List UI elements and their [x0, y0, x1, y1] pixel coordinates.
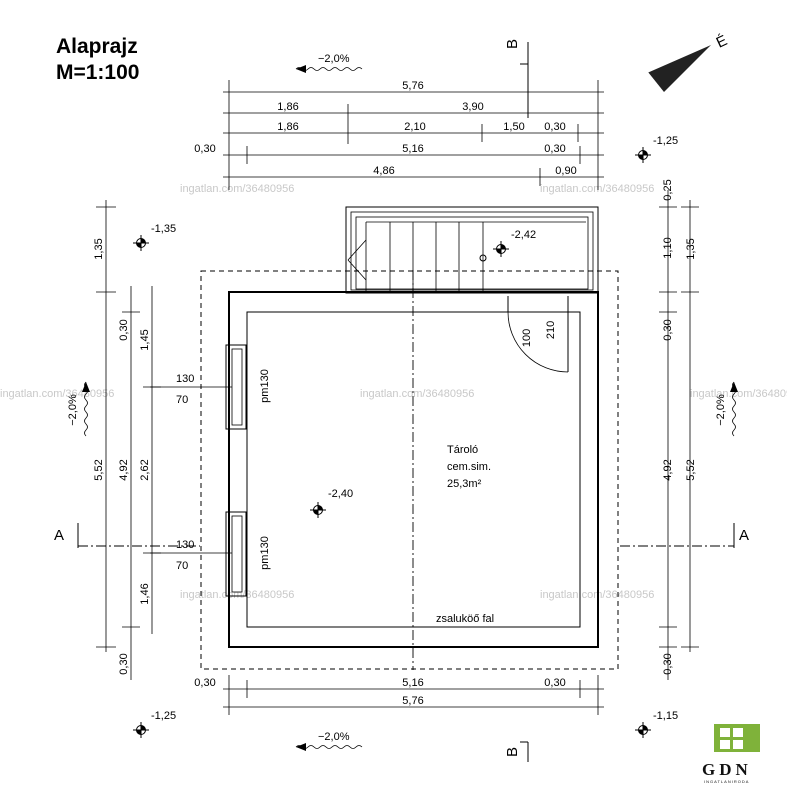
- dim-top-r2-2: 3,90: [462, 101, 483, 113]
- dim-top-r5-1: 4,86: [373, 165, 394, 177]
- dim-top-r4-3: 0,30: [544, 143, 565, 155]
- dim-top-r2-1: 1,86: [277, 101, 298, 113]
- level-tl: -1,35: [151, 223, 176, 235]
- dim-right-a-4: 0,30: [662, 653, 674, 674]
- level-bl: -1,25: [151, 710, 176, 722]
- watermark-text: ingatlan.com/36480956: [690, 388, 787, 400]
- slope-annotations: −2,0% −2,0% −2,0% −2,0%: [67, 53, 738, 751]
- slope-left: −2,0%: [67, 394, 79, 426]
- dim-bottom-r1-3: 0,30: [544, 677, 565, 689]
- section-a-left: A: [54, 527, 64, 544]
- window-2: 130 70 pm130: [150, 511, 271, 597]
- dimensions-left: 1,35 5,52 0,30 4,92 0,30 1,45 2,62 1,46: [93, 200, 161, 680]
- section-b-top: B: [504, 39, 521, 49]
- slope-top: −2,0%: [318, 53, 350, 65]
- watermark-text: ingatlan.com/36480956: [540, 183, 654, 195]
- dim-left-mid-1: 0,30: [118, 319, 130, 340]
- dim-left-mid-3: 0,30: [118, 653, 130, 674]
- door-height: 210: [545, 321, 557, 339]
- window-1-width: 130: [176, 373, 194, 385]
- slope-right: −2,0%: [715, 394, 727, 426]
- door-width: 100: [521, 329, 533, 347]
- dim-bottom-total: 5,76: [402, 695, 423, 707]
- dim-bottom-r1-2: 5,16: [402, 677, 423, 689]
- dim-left-outer-1: 1,35: [93, 238, 105, 259]
- dim-top-r3-4: 0,30: [544, 121, 565, 133]
- gdn-logo: GDN INGATLANIRODA: [702, 724, 760, 784]
- window-1-height: 70: [176, 394, 188, 406]
- dim-right-b-2: 5,52: [685, 459, 697, 480]
- watermark-text: ingatlan.com/36480956: [360, 388, 474, 400]
- dim-top-r4-2: 5,16: [402, 143, 423, 155]
- building-walls: [200, 270, 619, 670]
- room-info: Tároló cem.sim. 25,3m² zsaluköő fal: [436, 444, 494, 625]
- door: 100 210: [507, 296, 569, 373]
- level-br: -1,15: [653, 710, 678, 722]
- dim-left-mid-2: 4,92: [118, 459, 130, 480]
- window-1: 130 70 pm130: [150, 344, 271, 430]
- room-area: 25,3m²: [447, 478, 482, 490]
- level-tr: -1,25: [653, 135, 678, 147]
- north-label: É: [714, 32, 730, 52]
- dimensions-top: 5,76 1,86 3,90 1,86 2,10 1,50 0,30 0,30 …: [194, 80, 604, 190]
- watermark-text: ingatlan.com/36480956: [180, 183, 294, 195]
- section-a-right: A: [739, 527, 749, 544]
- dim-top-r3-2: 2,10: [404, 121, 425, 133]
- window-2-height: 70: [176, 560, 188, 572]
- dim-right-a-1: 1,10: [662, 237, 674, 258]
- drawing-title: Alaprajz: [56, 35, 138, 58]
- watermark-text: ingatlan.com/36480956: [180, 589, 294, 601]
- drawing-scale: M=1:100: [56, 61, 139, 84]
- dim-top-r3-3: 1,50: [503, 121, 524, 133]
- section-markers: A A B B: [54, 39, 749, 762]
- dim-left-outer-2: 5,52: [93, 459, 105, 480]
- window-1-label: pm130: [259, 369, 271, 403]
- window-2-width: 130: [176, 539, 194, 551]
- dim-left-inner-3: 1,46: [139, 583, 151, 604]
- dim-right-a-2: 0,30: [662, 319, 674, 340]
- level-floor: -2,40: [328, 488, 353, 500]
- dim-top-r5-2: 0,90: [555, 165, 576, 177]
- section-b-bottom: B: [504, 747, 521, 757]
- dim-right-b-1: 1,35: [685, 238, 697, 259]
- dimensions-bottom: 0,30 5,16 0,30 5,76: [194, 675, 604, 715]
- stair: [345, 206, 599, 294]
- wall-note: zsaluköő fal: [436, 613, 494, 625]
- dim-bottom-r1-1: 0,30: [194, 677, 215, 689]
- dim-top-r3-1: 1,86: [277, 121, 298, 133]
- logo-subtext: INGATLANIRODA: [704, 779, 749, 784]
- north-arrow-icon: É: [647, 32, 730, 92]
- dim-right-top: 0,25: [662, 179, 674, 200]
- room-name: Tároló: [447, 444, 478, 456]
- level-markers: -1,35 -1,25 -1,25 -1,15 -2,40 -2,42: [132, 135, 678, 739]
- level-stair: -2,42: [511, 229, 536, 241]
- dim-right-a-3: 4,92: [662, 459, 674, 480]
- dim-top-r4-1: 0,30: [194, 143, 215, 155]
- dimensions-right: 0,25 1,10 0,30 4,92 0,30 1,35 5,52: [659, 179, 699, 680]
- slope-bottom: −2,0%: [318, 731, 350, 743]
- logo-text: GDN: [702, 760, 752, 779]
- room-finish: cem.sim.: [447, 461, 491, 473]
- dim-top-total: 5,76: [402, 80, 423, 92]
- watermark-text: ingatlan.com/36480956: [0, 388, 114, 400]
- window-2-label: pm130: [259, 536, 271, 570]
- dim-left-inner-2: 2,62: [139, 459, 151, 480]
- dim-left-inner-1: 1,45: [139, 329, 151, 350]
